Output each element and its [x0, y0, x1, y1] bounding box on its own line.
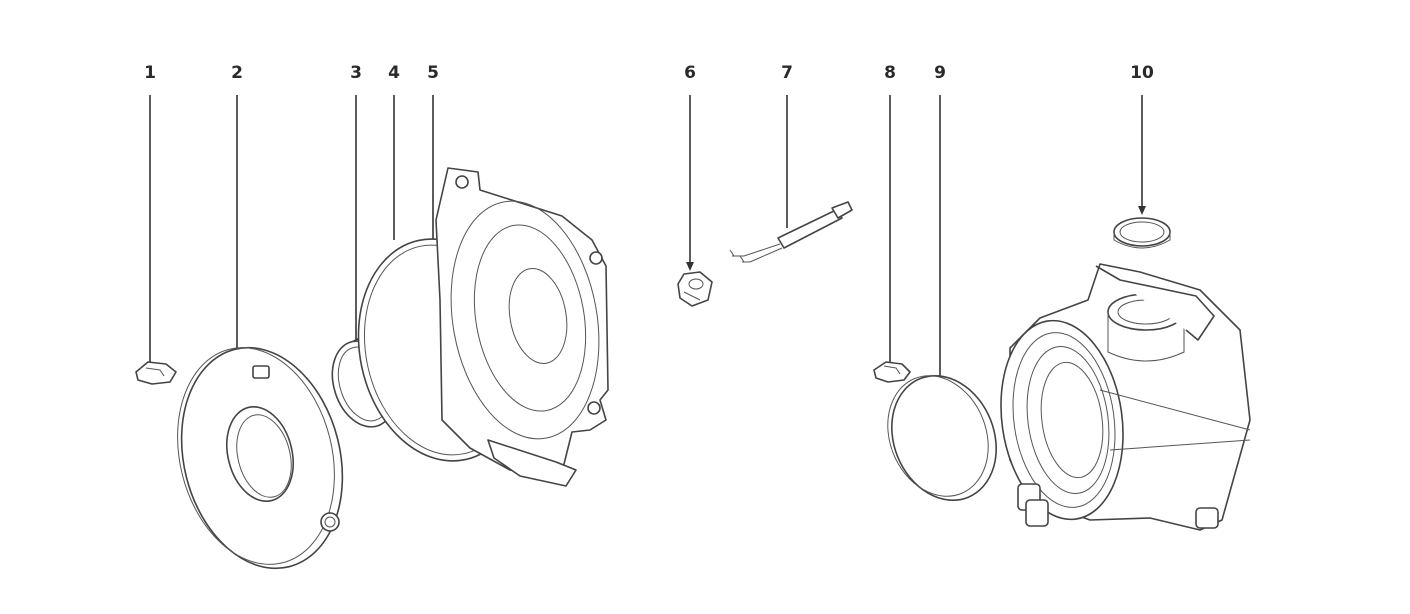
leader-arrow-10 — [1138, 206, 1146, 215]
callout-label-1: 1 — [144, 63, 156, 83]
part-7-electrode — [729, 201, 853, 263]
part-6-bush — [677, 271, 713, 307]
callout-label-3: 3 — [350, 63, 362, 83]
callout-label-9: 9 — [934, 63, 946, 83]
part-fan-mounting-plate — [435, 167, 609, 487]
leader-arrow-6 — [686, 262, 694, 271]
part-2-front-cover — [177, 346, 344, 570]
callout-label-5: 5 — [427, 63, 439, 83]
callout-label-8: 8 — [884, 63, 896, 83]
callout-label-2: 2 — [231, 63, 243, 83]
part-1-clip — [135, 361, 177, 385]
callout-label-10: 10 — [1130, 63, 1154, 83]
callout-label-7: 7 — [781, 63, 793, 83]
part-8-clip — [873, 361, 911, 383]
part-9-disc — [887, 374, 997, 502]
callout-label-6: 6 — [684, 63, 696, 83]
callout-label-4: 4 — [388, 63, 400, 83]
part-10-o-ring — [1113, 217, 1171, 249]
part-heat-exchanger — [1000, 263, 1251, 531]
